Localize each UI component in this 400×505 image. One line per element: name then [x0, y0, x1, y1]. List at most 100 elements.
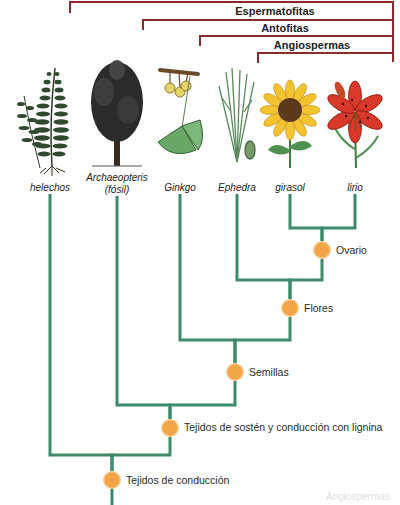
- fern-drawing: [55, 80, 62, 85]
- ephedra-drawing: [245, 141, 255, 159]
- group-bracket: [258, 53, 393, 63]
- taxon-node: Ginkgo: [150, 62, 210, 194]
- ginkgo-drawing: [182, 120, 203, 150]
- fern-drawing: [53, 127, 69, 132]
- fern-drawing: [55, 103, 68, 108]
- sunflower-drawing: [286, 120, 295, 140]
- ephedra-drawing: [237, 82, 254, 162]
- character-node: Flores: [281, 299, 299, 317]
- taxon-node: Archaeopteris (fósil): [82, 62, 152, 196]
- tree-branch: [237, 194, 290, 299]
- root-stem: [111, 488, 114, 505]
- sunflower-drawing: [290, 141, 312, 151]
- fern-drawing: [17, 102, 25, 106]
- ephedra-drawing: [219, 68, 255, 162]
- fern-drawing: [17, 72, 69, 157]
- fern-drawing: [36, 111, 50, 116]
- fern-drawing: [27, 118, 37, 122]
- character-marker: [226, 363, 244, 381]
- tree-branch: [112, 437, 170, 471]
- fern-drawing: [55, 72, 60, 76]
- character-marker: [313, 241, 331, 259]
- character-label: Tejidos de sostén y conducción con ligni…: [184, 421, 396, 434]
- ephedra-drawing: [222, 98, 252, 112]
- watermark: Angiospermas: [318, 490, 398, 503]
- fern-drawing: [51, 68, 55, 166]
- group-label: Espermatofitas: [222, 5, 328, 18]
- ephedra-drawing: [226, 72, 237, 162]
- lily-drawing: [333, 80, 348, 100]
- taxon-node: Ephedra: [210, 62, 264, 194]
- tree-branch: [290, 194, 322, 241]
- fern-drawing: [37, 103, 50, 108]
- character-node: Tejidos de conducción: [103, 471, 121, 489]
- character-label: Ovario: [336, 241, 367, 259]
- character-node: Tejidos de sostén y conducción con ligni…: [161, 419, 179, 437]
- fern-drawing: [40, 166, 65, 176]
- fern-drawing: [19, 126, 30, 130]
- fern-drawing: [17, 114, 27, 118]
- taxon-node: lirio: [324, 62, 386, 194]
- character-marker: [103, 471, 121, 489]
- ginkgo-drawing: [158, 70, 203, 154]
- fern-drawing: [32, 142, 42, 146]
- character-label: Tejidos de conducción: [126, 471, 229, 489]
- fern-drawing: [55, 96, 66, 101]
- tree-drawing: [92, 166, 142, 167]
- tree-branch: [117, 196, 170, 419]
- character-node: Ovario: [313, 241, 331, 259]
- sunflower-drawing: [300, 106, 320, 115]
- character-dot: [104, 472, 120, 488]
- lily-drawing: [349, 112, 361, 130]
- fern-drawing: [26, 106, 34, 110]
- fern-drawing: [53, 143, 68, 148]
- character-marker: [161, 419, 179, 437]
- taxon-name: Archaeopteris (fósil): [82, 172, 152, 196]
- character-dot: [162, 420, 178, 436]
- tree-branch: [322, 194, 355, 241]
- tree-drawing: [109, 60, 125, 80]
- ephedra-drawing: [232, 68, 237, 162]
- tree-branch: [235, 317, 290, 363]
- sunflower-drawing: [260, 80, 320, 140]
- group-bracket: [70, 2, 393, 62]
- character-label: Semillas: [249, 363, 289, 381]
- group-label: Angiospermas: [262, 39, 362, 52]
- lily-drawing: [342, 103, 344, 105]
- character-dot: [282, 300, 298, 316]
- lily-drawing: [345, 115, 347, 117]
- character-node: Semillas: [226, 363, 244, 381]
- taxon-name: girasol: [275, 182, 304, 194]
- fern-drawing: [38, 152, 51, 157]
- fern-drawing: [53, 135, 69, 140]
- lily-drawing: [367, 117, 369, 119]
- lily-drawing: [365, 105, 367, 107]
- sunflower-drawing: [260, 80, 320, 168]
- fern-drawing: [55, 88, 64, 93]
- tree-branch: [50, 194, 112, 471]
- tree-drawing: [91, 60, 143, 166]
- taxon-node: helechos: [21, 62, 79, 194]
- fern-drawing: [54, 111, 68, 116]
- fern-drawing: [47, 72, 52, 76]
- lily-drawing: [325, 80, 385, 168]
- taxon-name: helechos: [30, 182, 70, 194]
- tree-branch: [290, 259, 322, 299]
- sunflower-drawing: [278, 98, 302, 122]
- fern-drawing: [40, 96, 51, 101]
- ginkgo-drawing: [182, 76, 190, 128]
- taxon-node: girasol: [264, 62, 316, 194]
- fern-drawing: [34, 135, 50, 140]
- tree-branch: [180, 194, 235, 363]
- tree-drawing: [94, 78, 114, 106]
- lily-drawing: [351, 99, 353, 101]
- tree-branch: [170, 381, 235, 419]
- taxon-name: lirio: [347, 182, 363, 194]
- group-label: Antofitas: [243, 22, 327, 35]
- lily-drawing: [325, 81, 385, 143]
- taxon-name: Ginkgo: [164, 182, 196, 194]
- group-bracket: [70, 2, 393, 63]
- character-dot: [227, 364, 243, 380]
- sunflower-drawing: [260, 106, 280, 115]
